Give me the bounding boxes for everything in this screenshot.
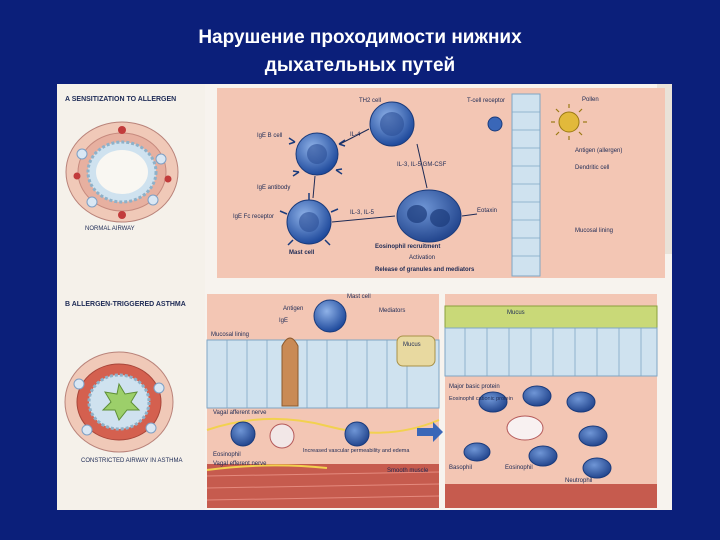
ige-fc-receptor-label: IgE Fc receptor <box>233 214 274 220</box>
normal-airway-label: NORMAL AIRWAY <box>85 226 135 232</box>
panel-b-heading: B ALLERGEN-TRIGGERED ASTHMA <box>65 301 186 308</box>
eosinophil-b-label: Eosinophil <box>213 452 241 458</box>
vascular-label: Increased vascular permeability and edem… <box>303 448 410 454</box>
mast-cell-label: Mast cell <box>289 250 315 256</box>
basophil-label: Basophil <box>449 465 472 471</box>
panel-a-epithelium <box>487 93 541 277</box>
activation-label: Activation <box>409 255 435 261</box>
panel-c-neutrophil <box>582 457 612 479</box>
arrow-to-panel-c <box>417 422 443 442</box>
mucosal-lining-b-label: Mucosal lining <box>211 332 249 338</box>
eosinophil-recruitment-label: Eosinophil recruitment <box>375 244 440 250</box>
eosinophil-cationic-label: Eosinophil cationic protein <box>449 396 513 402</box>
il4-label: IL-4 <box>350 132 361 138</box>
th2-cell-label: TH2 cell <box>359 98 381 104</box>
mucus-gland <box>396 335 436 367</box>
release-label: Release of granules and mediators <box>375 267 475 273</box>
il3-il5-label: IL-3, IL-5 <box>350 210 375 216</box>
vagal-afferent-label: Vagal afferent nerve <box>213 410 267 416</box>
ige-b-label: IgE <box>279 318 288 324</box>
panel-c-muscle <box>445 484 657 508</box>
mast-cell-b-label: Mast cell <box>347 294 371 300</box>
dendritic-cell-label: Dendritic cell <box>575 165 609 171</box>
panel-b-mast-cell <box>313 299 347 333</box>
ige-b-cell-label: IgE B cell <box>257 133 282 139</box>
smooth-muscle-label: Smooth muscle <box>387 468 429 474</box>
mediators-label: Mediators <box>379 308 405 314</box>
panel-c-eos-3 <box>566 391 596 413</box>
major-basic-label: Major basic protein <box>449 384 500 390</box>
asthma-diagram: A SENSITIZATION TO ALLERGEN NORMAL AIRWA… <box>57 84 672 510</box>
neutrophil-label: Neutrophil <box>565 478 592 484</box>
slide-title: Нарушение проходимости нижних дыхательны… <box>0 24 720 80</box>
goblet-cell <box>281 337 299 407</box>
pollen-label: Pollen <box>582 97 599 103</box>
vagal-efferent-label: Vagal efferent nerve <box>213 461 267 467</box>
vagal-nerve <box>206 417 440 434</box>
eotaxin-label: Eotaxin <box>477 208 497 214</box>
panel-c-basophil <box>463 442 491 462</box>
pollen <box>551 104 587 140</box>
panel-a-bg <box>217 88 665 278</box>
antigen-a-label: Antigen (allergen) <box>575 148 622 154</box>
panel-c-eos-5 <box>528 445 558 467</box>
panel-c-epithelium <box>444 327 658 377</box>
mucosal-lining-a-label: Mucosal lining <box>575 228 613 234</box>
mucus-b-label: Mucus <box>403 342 421 348</box>
eosinophil-cell <box>396 189 462 243</box>
mucus-c-label: Mucus <box>507 310 525 316</box>
panel-c-eos-4 <box>578 425 608 447</box>
slide-title-line1: Нарушение проходимости нижних <box>198 27 522 48</box>
panel-c-vessel <box>506 415 544 441</box>
t-cell-receptor-label: T-cell receptor <box>467 98 505 104</box>
antigen-b-label: Antigen <box>283 306 303 312</box>
panel-c-mucus <box>444 305 658 329</box>
panel-c-eos-1 <box>478 391 508 413</box>
constricted-airway-label: CONSTRICTED AIRWAY IN ASTHMA <box>81 458 182 464</box>
panel-b-eosinophil <box>230 421 256 447</box>
panel-a-heading: A SENSITIZATION TO ALLERGEN <box>65 96 176 103</box>
panel-c-eos-2 <box>522 385 552 407</box>
ige-antibody-label: IgE antibody <box>257 185 290 191</box>
eosinophil-c-label: Eosinophil <box>505 465 533 471</box>
panel-b-cell <box>344 421 370 447</box>
asthma-figure: A SENSITIZATION TO ALLERGEN NORMAL AIRWA… <box>57 84 672 510</box>
panel-b-vessel <box>269 423 295 449</box>
constricted-airway <box>64 351 174 453</box>
slide-title-line2: дыхательных путей <box>264 55 456 76</box>
normal-airway <box>65 121 179 223</box>
